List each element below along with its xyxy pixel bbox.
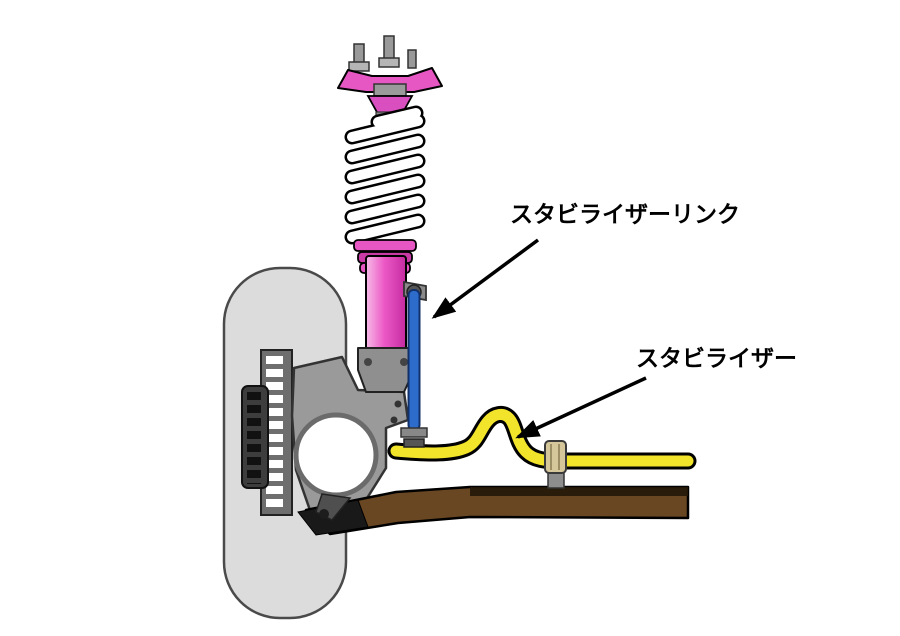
bushing-clamp [544,440,567,474]
collar [353,239,417,252]
clamp-bolt [400,358,408,366]
stabilizer-bar-fill [390,408,694,467]
stud-nut [378,57,400,68]
ball-joint-stud [319,509,329,519]
mount-hub [373,83,407,97]
lower-control-arm [297,485,690,536]
rotor-vents [266,356,284,510]
knuckle-opening [293,412,379,498]
arrow-stabilizer-link [431,238,540,319]
link-bottom-nut [403,438,425,448]
knuckle-bolt [394,400,402,408]
stud [407,49,417,69]
coil-spring [344,105,426,245]
steering-knuckle [290,355,410,518]
strut-clamp-bracket [357,347,415,393]
ball-joint [315,493,352,521]
link-bottom-nut [400,427,428,438]
label-stabilizer: スタビライザー [636,346,797,372]
stabilizer-link-rod [407,289,421,431]
arrow-stabilizer [515,376,647,439]
stud-nut [348,61,370,72]
top-mount-studs [348,35,417,72]
annotation-stabilizer-link: スタビライザーリンク [431,202,740,319]
stabilizer-bar [387,405,697,470]
control-arm-body [304,485,690,536]
clamp-bolt [364,358,372,366]
annotation-stabilizer: スタビライザー [515,346,797,439]
label-stabilizer-link: スタビライザーリンク [510,202,740,228]
stabilizer-bushing [544,440,567,489]
knuckle-bolt [390,416,398,424]
caliper-pads [247,392,262,484]
stabilizer-link [400,284,428,448]
brake-caliper [241,385,269,489]
control-arm-top-edge [470,487,688,496]
